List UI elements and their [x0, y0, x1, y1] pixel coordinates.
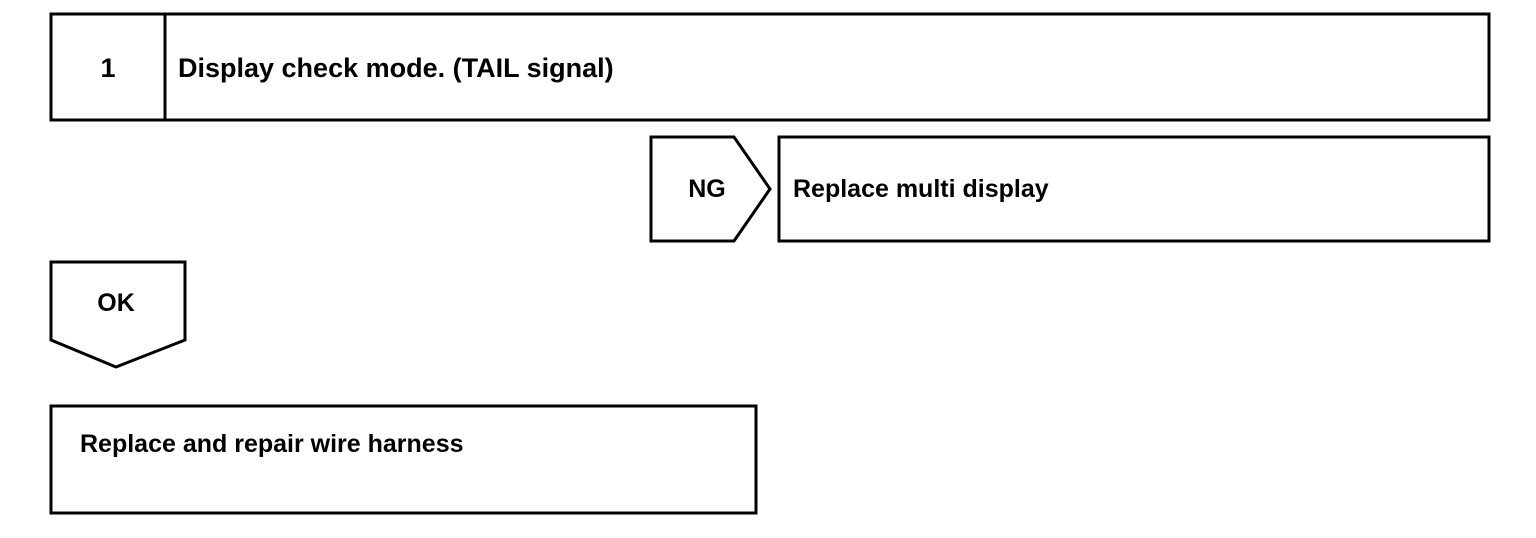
step-box: 1 Display check mode. (TAIL signal)	[49, 12, 1491, 122]
ok-branch: OK	[49, 260, 187, 369]
step-number: 1	[100, 53, 115, 83]
ng-label: NG	[688, 175, 726, 203]
ng-result-box-outline	[777, 135, 1491, 243]
ng-branch: NG	[649, 135, 772, 243]
ng-result-box: Replace multi display	[777, 135, 1491, 243]
ok-result-box: Replace and repair wire harness	[49, 404, 758, 515]
ng-result-text: Replace multi display	[793, 175, 1049, 203]
ok-result-box-outline	[49, 404, 758, 515]
step-box-outline	[49, 12, 1491, 122]
ok-arrow	[49, 260, 187, 369]
ok-label: OK	[97, 289, 135, 317]
ok-result-text: Replace and repair wire harness	[80, 430, 464, 458]
step-title: Display check mode. (TAIL signal)	[178, 53, 614, 83]
ng-arrow	[649, 135, 772, 243]
